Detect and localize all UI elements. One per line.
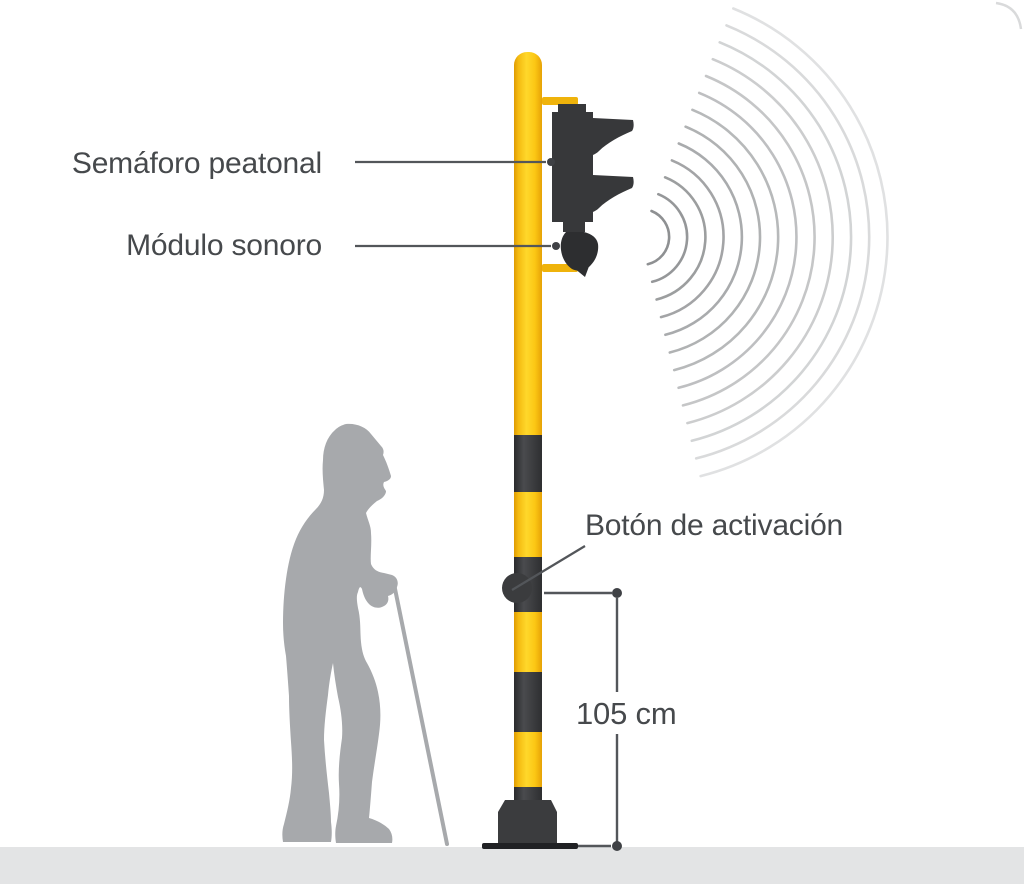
pedestrian-signal-head — [552, 104, 634, 277]
leader-dot-traffic-light — [547, 158, 555, 166]
sound-wave-arc — [699, 7, 889, 478]
leader-dot-sound-module — [552, 242, 560, 250]
pole-band — [514, 672, 542, 732]
dim-bottom-dot — [612, 841, 622, 851]
leader-lines — [355, 158, 586, 591]
label-sound-module: Módulo sonoro — [126, 229, 322, 262]
sound-wave-arc — [650, 192, 689, 284]
sound-waves-icon — [646, 7, 889, 478]
sound-wave-arc — [690, 41, 853, 443]
white-cane — [391, 577, 449, 846]
sound-wave-arc — [677, 91, 798, 390]
label-activation-button: Botón de activación — [585, 509, 844, 542]
sound-module-icon — [560, 232, 599, 277]
pole-base-boot — [498, 800, 557, 845]
sound-wave-arc — [672, 108, 780, 372]
pole-band — [514, 435, 542, 492]
dim-top-dot — [612, 588, 622, 598]
height-dimension — [544, 588, 622, 851]
sound-wave-arc — [686, 57, 835, 425]
signal-body — [552, 104, 634, 232]
base-plate — [482, 843, 578, 849]
sound-wave-arc — [694, 24, 871, 460]
sound-wave-arc — [668, 125, 762, 354]
ground — [0, 847, 1024, 884]
signal-pole — [482, 52, 578, 849]
sound-wave-arc — [655, 176, 707, 301]
pedestrian-silhouette — [282, 423, 449, 846]
card-corner — [995, 1, 1023, 30]
leader-activation-button — [511, 545, 586, 591]
sound-wave-arc — [659, 159, 725, 319]
bracket-top — [542, 97, 578, 105]
sound-wave-arc — [664, 142, 744, 337]
sound-wave-arc — [646, 209, 671, 266]
label-traffic-light: Semáforo peatonal — [71, 147, 322, 180]
person-figure — [282, 423, 398, 843]
sound-wave-arc — [681, 74, 816, 407]
label-button-height: 105 cm — [576, 696, 677, 731]
